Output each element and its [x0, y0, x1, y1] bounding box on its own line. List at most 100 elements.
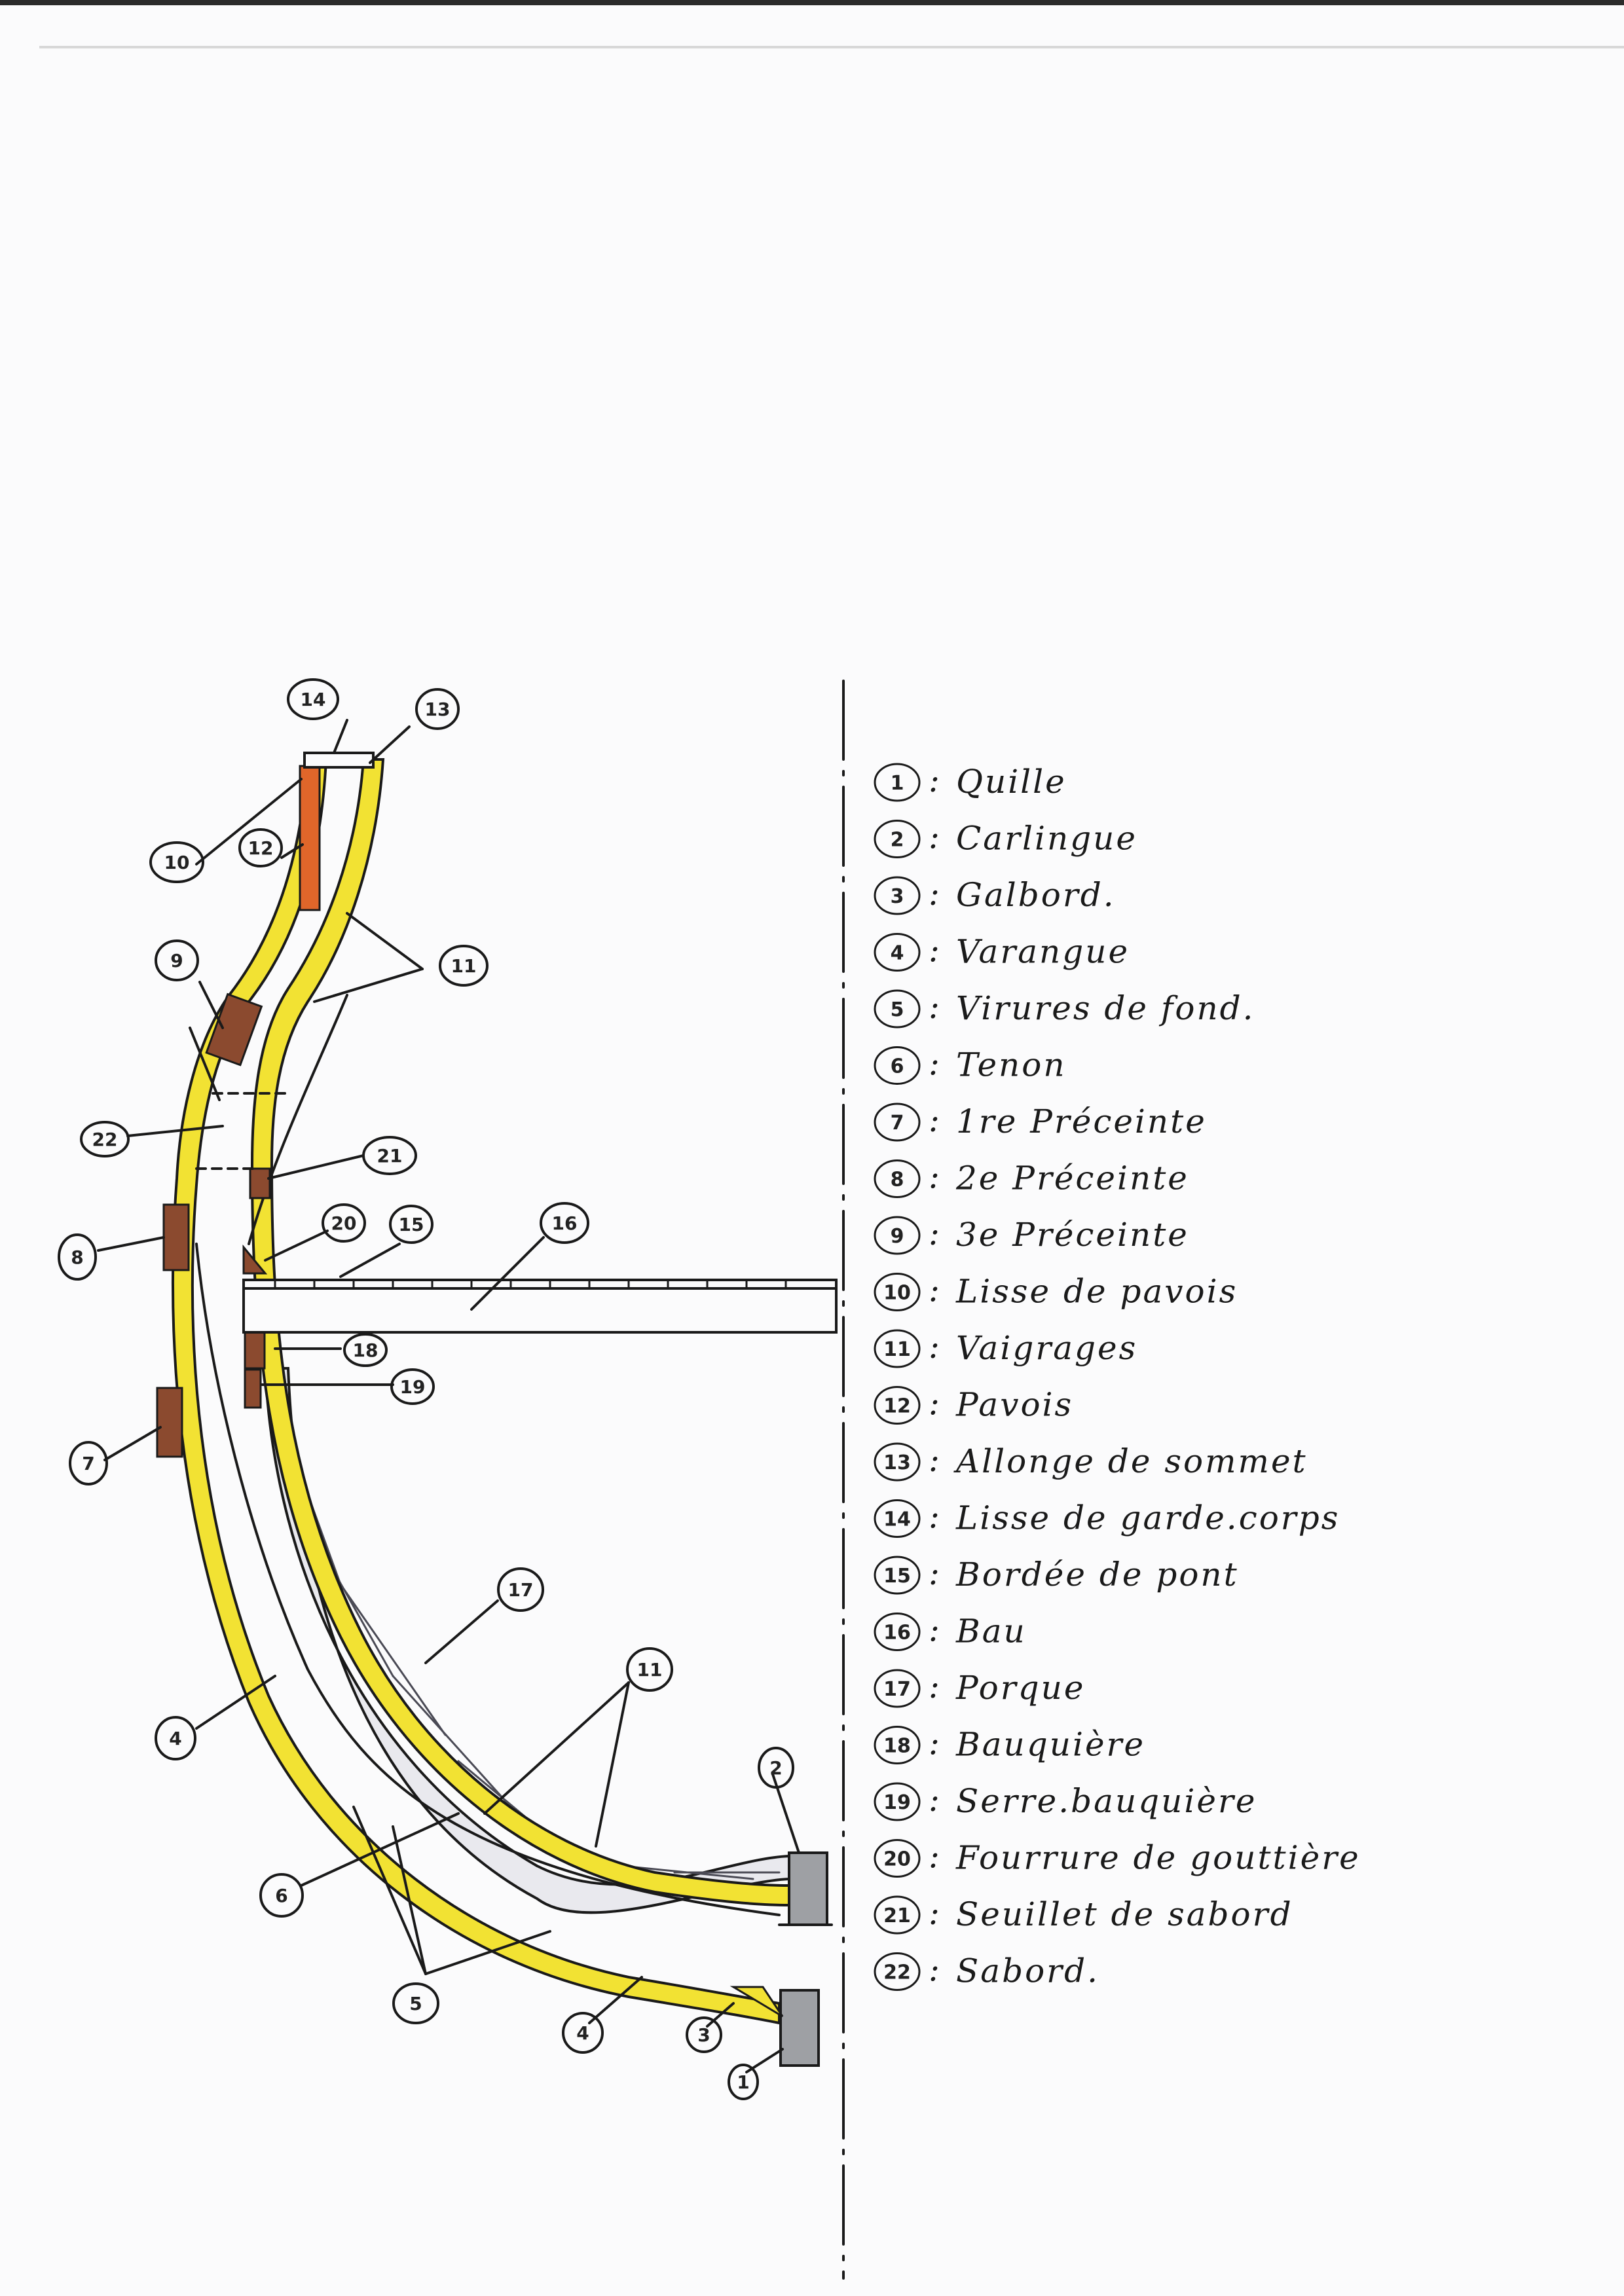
legend-number-circle [874, 876, 921, 915]
svg-text:7: 7 [82, 1453, 94, 1474]
legend-label: Virures de fond. [956, 989, 1255, 1027]
frame-lines [195, 994, 781, 1916]
legend-label: Varangue [956, 933, 1130, 971]
legend-number-circle [874, 1159, 921, 1198]
legend-number: 8 [891, 1169, 904, 1192]
legend-separator: : [929, 988, 942, 1026]
svg-text:9: 9 [170, 950, 183, 972]
callout-18: 18 [343, 1333, 388, 1367]
callout-4-left: 4 [155, 1716, 196, 1760]
legend-number: 6 [891, 1055, 904, 1078]
legend-separator: : [929, 875, 942, 913]
legend-item: 12:Pavois [874, 1385, 1071, 1425]
svg-text:4: 4 [169, 1728, 181, 1749]
legend-item: 21:Seuillet de sabord [874, 1894, 1293, 1935]
svg-text:19: 19 [400, 1376, 426, 1398]
callout-4-bottom: 4 [562, 2012, 604, 2054]
callout-20: 20 [322, 1203, 366, 1243]
svg-text:20: 20 [331, 1212, 357, 1234]
bulwark-pavois [299, 765, 321, 911]
callout-11-bottom: 11 [626, 1647, 673, 1692]
legend-label: 2e Préceinte [955, 1159, 1189, 1197]
keel-quille [779, 1989, 820, 2067]
legend-separator: : [929, 1781, 942, 1819]
svg-text:11: 11 [451, 955, 477, 977]
legend-number: 19 [883, 1791, 911, 1814]
svg-text:3: 3 [697, 2024, 710, 2046]
callout-19: 19 [390, 1368, 435, 1405]
callout-14: 14 [287, 678, 339, 720]
legend-separator: : [929, 1385, 942, 1423]
port-sill [249, 1167, 271, 1199]
legend-item: 22:Sabord. [874, 1951, 1098, 1991]
legend-number: 7 [891, 1112, 904, 1135]
callout-16: 16 [540, 1202, 589, 1244]
legend-label: Seuillet de sabord [956, 1895, 1293, 1933]
legend-separator: : [929, 932, 942, 970]
legend-number-circle [874, 1046, 921, 1085]
legend-number-circle [874, 1839, 921, 1878]
legend-label: Bordée de pont [955, 1556, 1239, 1594]
legend-number-circle [874, 1726, 921, 1764]
serre-bauquiere [244, 1368, 262, 1409]
legend-item: 5:Virures de fond. [874, 988, 1255, 1029]
legend-item: 2:Carlingue [874, 818, 1137, 858]
callout-1: 1 [728, 2064, 759, 2100]
legend-separator: : [929, 1328, 942, 1366]
legend-item: 4:Varangue [874, 932, 1130, 972]
svg-text:12: 12 [248, 837, 274, 859]
svg-text:6: 6 [275, 1885, 287, 1906]
legend-label: Tenon [956, 1046, 1067, 1084]
legend-number: 9 [891, 1225, 904, 1248]
legend-item: 16:Bau [874, 1611, 1025, 1651]
callout-12: 12 [238, 828, 283, 867]
legend-number-circle [874, 933, 921, 972]
svg-text:8: 8 [71, 1247, 83, 1268]
legend-number: 18 [883, 1735, 911, 1758]
legend-number-circle [874, 989, 921, 1029]
legend-number-circle [874, 1102, 921, 1142]
legend-label: Lisse de pavois [955, 1273, 1238, 1311]
legend-item: 8:2e Préceinte [874, 1158, 1189, 1198]
legend-item: 7:1re Préceinte [874, 1101, 1205, 1142]
third-wale [205, 993, 263, 1066]
legend-item: 9:3e Préceinte [874, 1214, 1187, 1255]
legend-separator: : [929, 1158, 942, 1196]
legend-number-circle [874, 763, 921, 802]
callout-11-top: 11 [439, 945, 489, 987]
legend-number-circle [874, 1613, 921, 1651]
legend-separator: : [929, 1271, 942, 1309]
legend-label: Carlingue [956, 820, 1137, 858]
legend-item: 10: Lisse de pavois [874, 1271, 1238, 1311]
legend-separator: : [929, 1611, 942, 1649]
paper-edge [39, 46, 1624, 48]
keelson-carlingue [788, 1851, 828, 1926]
legend-item: 6:Tenon [874, 1045, 1067, 1085]
svg-text:21: 21 [377, 1145, 403, 1167]
legend-separator: : [929, 1838, 942, 1876]
legend-label: Galbord. [956, 876, 1116, 914]
legend-label: Quille [956, 763, 1067, 801]
legend-number-circle [874, 1442, 921, 1482]
callout-21: 21 [362, 1136, 417, 1175]
legend-number: 15 [883, 1565, 911, 1588]
svg-text:10: 10 [164, 852, 190, 873]
waterway-fourrure [242, 1244, 268, 1275]
legend-number: 22 [883, 1961, 911, 1984]
legend-number: 13 [883, 1451, 911, 1474]
callout-10: 10 [149, 841, 204, 883]
legend-number: 14 [883, 1508, 911, 1531]
legend-item: 17:Porque [874, 1667, 1083, 1708]
legend-number-circle [874, 1952, 921, 1991]
legend-separator: : [929, 1498, 942, 1536]
legend-item: 15:Bordée de pont [874, 1554, 1239, 1595]
legend-number: 10 [883, 1282, 911, 1305]
callout-17: 17 [497, 1567, 544, 1612]
svg-text:18: 18 [353, 1339, 378, 1361]
svg-text:22: 22 [92, 1129, 118, 1150]
callout-8: 8 [58, 1233, 97, 1281]
deck-plank-seams [274, 1280, 787, 1288]
legend-number: 21 [883, 1904, 911, 1927]
svg-text:4: 4 [576, 2022, 589, 2044]
